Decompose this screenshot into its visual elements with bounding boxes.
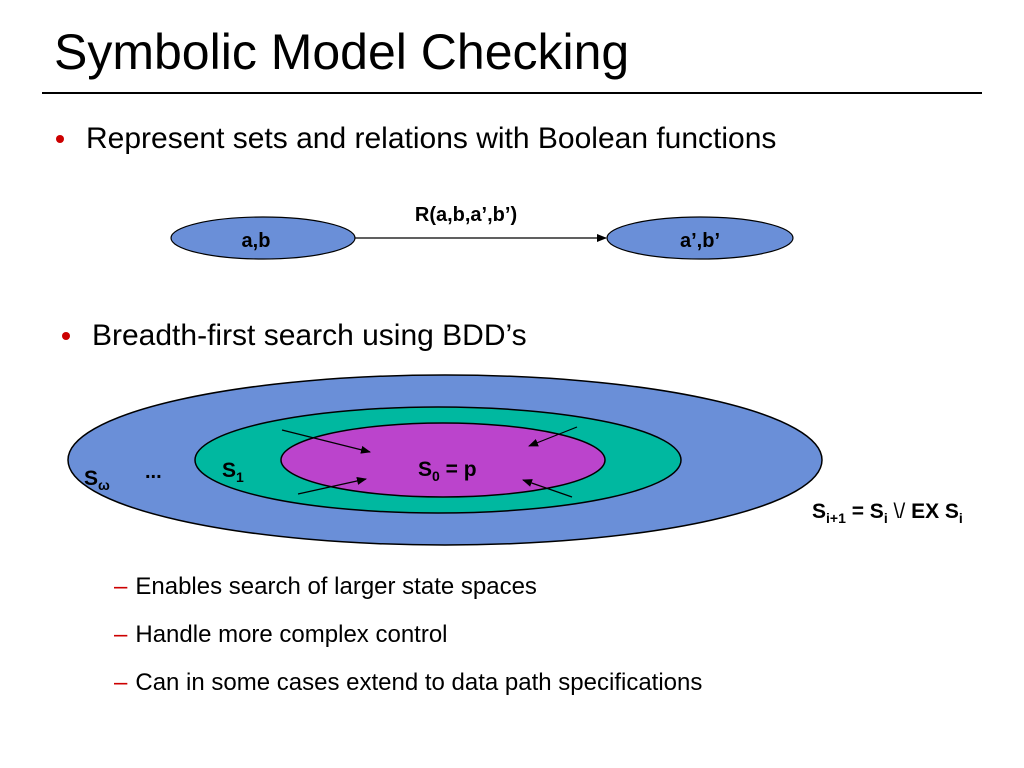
sub-bullet-data-path: –Can in some cases extend to data path s… — [114, 668, 702, 698]
label-s1: S1 — [222, 459, 244, 485]
node-current-state-label: a,b — [242, 230, 271, 252]
sub-bullet-larger-state-spaces: –Enables search of larger state spaces — [114, 572, 537, 602]
formula-s-sub: i — [884, 510, 888, 526]
arrow-into-s0-top-right — [528, 426, 578, 447]
formula-ex: EX S — [911, 500, 959, 523]
label-s-omega: Sω — [84, 467, 110, 493]
sub-bullet-dash: – — [114, 621, 128, 648]
formula-eq: = S — [846, 500, 884, 523]
label-s0-sub: 0 — [432, 468, 440, 484]
sub-bullet-complex-control: –Handle more complex control — [114, 620, 448, 650]
label-s-omega-sub: ω — [98, 477, 110, 493]
bullet-text: Represent sets and relations with Boolea… — [86, 122, 777, 155]
label-s0-equals-p: S0 = p — [418, 458, 477, 484]
label-s0-base: S — [418, 458, 432, 481]
formula-lhs-sub: i+1 — [826, 510, 846, 526]
bfs-diagram: Sω ... S1 S0 = p — [67, 374, 823, 546]
slide-title: Symbolic Model Checking — [54, 24, 630, 80]
sub-bullet-dash: – — [114, 573, 128, 600]
relation-diagram: a,b a’,b’ R(a,b,a’,b’) — [170, 204, 794, 260]
bullet-dot-icon — [62, 332, 70, 340]
formula-lhs: S — [812, 500, 826, 523]
arrow-into-s0-bottom-left — [297, 477, 367, 495]
node-next-state-label: a’,b’ — [680, 230, 720, 252]
title-divider — [42, 92, 982, 94]
sub-bullet-text: Can in some cases extend to data path sp… — [135, 669, 703, 696]
node-next-state — [606, 216, 794, 260]
fixpoint-formula: Si+1 = Si \/ EX Si — [812, 500, 963, 526]
arrow-into-s0-bottom-right — [522, 479, 573, 498]
label-ellipsis: ... — [145, 461, 162, 483]
label-s1-base: S — [222, 459, 236, 482]
sub-bullet-dash: – — [114, 669, 128, 696]
sub-bullet-text: Enables search of larger state spaces — [135, 573, 537, 600]
label-s-omega-base: S — [84, 467, 98, 490]
bullet-text: Breadth-first search using BDD’s — [92, 319, 527, 352]
formula-ex-sub: i — [959, 510, 963, 526]
label-s0-rest: = p — [440, 458, 477, 481]
label-s1-sub: 1 — [236, 469, 244, 485]
bullet-dot-icon — [56, 135, 64, 143]
bullet-boolean-functions: Represent sets and relations with Boolea… — [56, 121, 776, 157]
arrow-into-s0-top-left — [281, 429, 371, 454]
formula-or: \/ — [888, 500, 911, 523]
sub-bullet-text: Handle more complex control — [135, 621, 448, 648]
bullet-breadth-first-search: Breadth-first search using BDD’s — [62, 318, 527, 354]
transition-relation-label: R(a,b,a’,b’) — [415, 204, 517, 226]
